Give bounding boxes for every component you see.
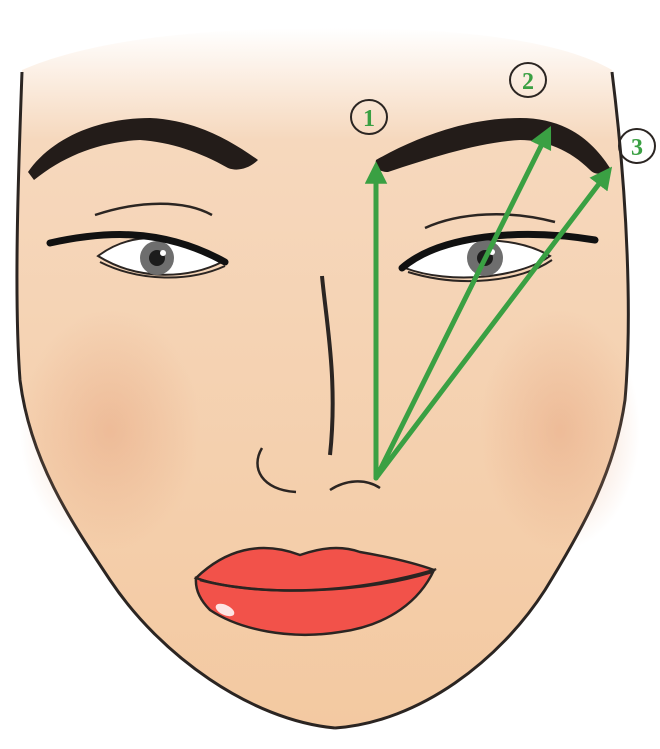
marker-3: 3: [619, 129, 655, 163]
marker-1-label: 1: [363, 106, 375, 132]
cheek-shadow-left: [20, 310, 200, 550]
cheek-shadow-right: [480, 310, 640, 550]
marker-3-label: 3: [631, 135, 643, 161]
marker-2-label: 2: [522, 69, 534, 95]
left-eye-highlight: [160, 250, 166, 256]
